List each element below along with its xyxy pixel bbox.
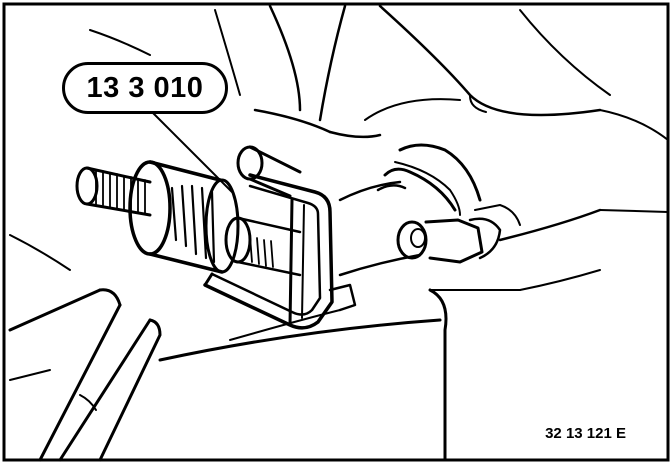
support-rod xyxy=(236,145,302,198)
hose-clamp xyxy=(376,143,521,264)
background-contours xyxy=(89,4,669,141)
foreground-arms xyxy=(8,288,162,462)
housing-body xyxy=(9,180,669,462)
tool-number-label: 13 3 010 xyxy=(86,71,204,104)
bracket-plate xyxy=(203,173,334,330)
tool-number-callout: 13 3 010 xyxy=(62,62,228,114)
leader-line xyxy=(151,111,233,193)
figure-reference-code: 32 13 121 E xyxy=(543,425,628,442)
